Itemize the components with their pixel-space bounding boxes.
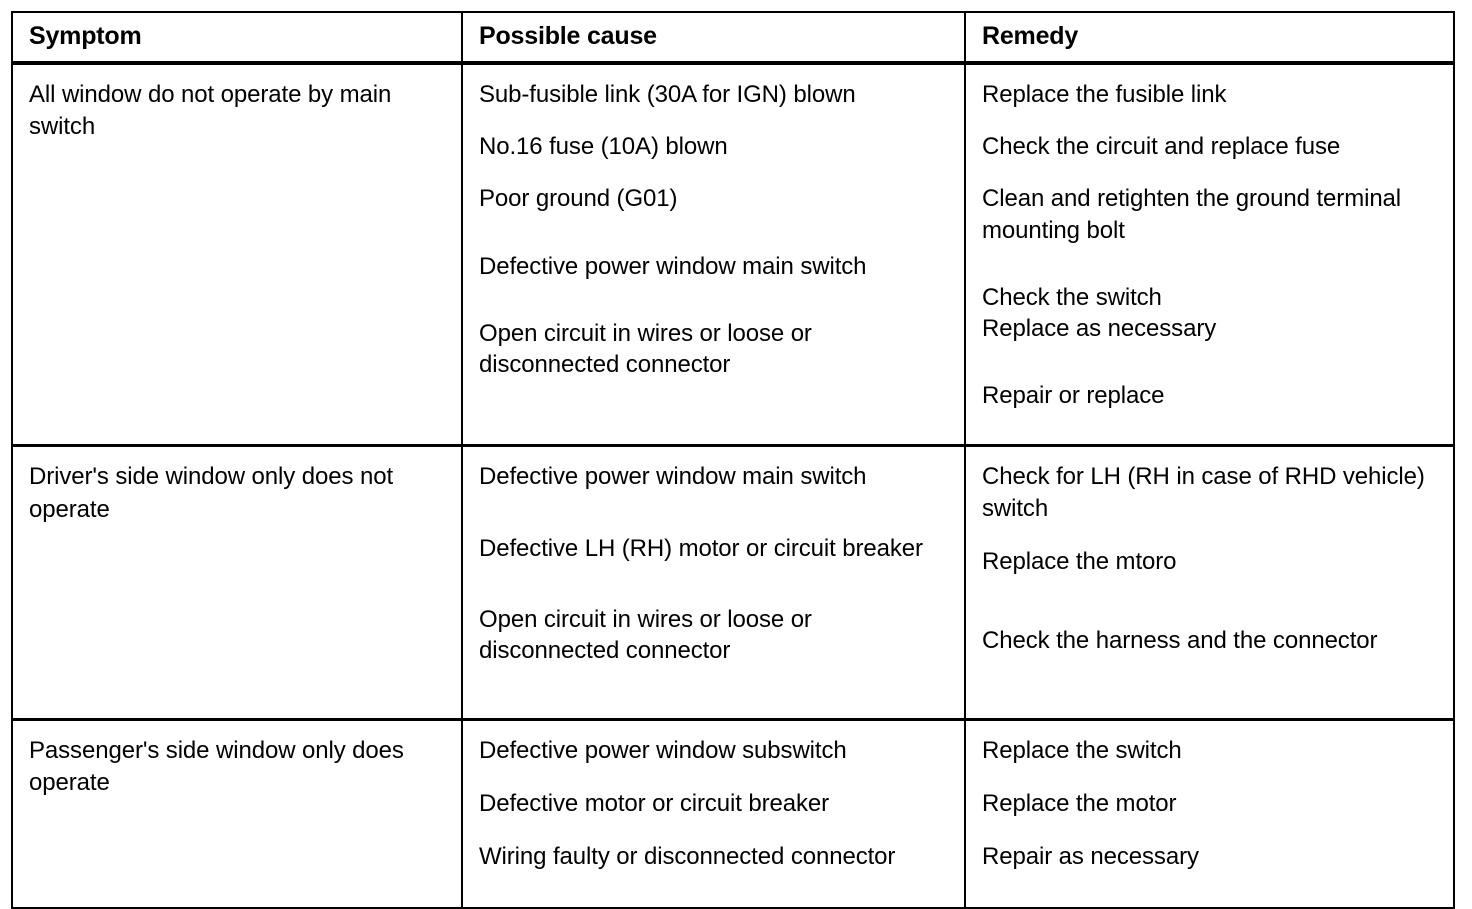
list-item: Replace the mtoro bbox=[982, 547, 1177, 575]
list-item: Check the switch Replace as necessary bbox=[982, 283, 1217, 342]
list-item: Replace the motor bbox=[982, 790, 1177, 818]
list-item: Poor ground (G01) bbox=[479, 185, 678, 213]
list-item: Repair as necessary bbox=[982, 843, 1199, 871]
cause-list: Sub-fusible link (30A for IGN) blown No.… bbox=[479, 79, 952, 380]
list-item: No.16 fuse (10A) blown bbox=[479, 133, 728, 161]
remedy-list: Replace the fusible link Check the circu… bbox=[982, 79, 1441, 411]
symptom-text: Driver's side window only does not opera… bbox=[29, 463, 394, 523]
remedy-list: Check for LH (RH in case of RHD vehicle)… bbox=[982, 461, 1441, 656]
column-header-symptom: Symptom bbox=[12, 12, 463, 65]
symptom-cell: All window do not operate by main switch bbox=[12, 63, 463, 448]
list-item: Replace the switch bbox=[982, 737, 1182, 765]
column-header-possible-cause: Possible cause bbox=[462, 12, 966, 65]
cause-list: Defective power window main switch Defec… bbox=[479, 461, 952, 666]
remedy-cell: Replace the fusible link Check the circu… bbox=[965, 63, 1454, 448]
list-item: Replace the fusible link bbox=[982, 81, 1227, 108]
table-header: Symptom Possible cause Remedy bbox=[12, 12, 1454, 65]
table-row: Passenger's side window only does operat… bbox=[12, 719, 1454, 908]
list-item: Defective power window main switch bbox=[479, 463, 867, 491]
remedy-list: Replace the switch Replace the motor Rep… bbox=[982, 735, 1441, 873]
possible-cause-cell: Sub-fusible link (30A for IGN) blown No.… bbox=[462, 63, 966, 448]
list-item: Sub-fusible link (30A for IGN) blown bbox=[479, 81, 856, 108]
document-page: Symptom Possible cause Remedy All window… bbox=[11, 11, 1455, 909]
list-item: Defective power window main switch bbox=[479, 252, 867, 280]
symptom-cell: Driver's side window only does not opera… bbox=[12, 445, 463, 722]
list-item: Repair or replace bbox=[982, 382, 1165, 410]
remedy-cell: Replace the switch Replace the motor Rep… bbox=[965, 720, 1454, 908]
cause-list: Defective power window subswitch Defecti… bbox=[479, 735, 952, 873]
possible-cause-cell: Defective power window subswitch Defecti… bbox=[462, 719, 966, 908]
list-item: Wiring faulty or disconnected connector bbox=[479, 843, 896, 871]
table-row: Driver's side window only does not opera… bbox=[12, 445, 1454, 722]
column-header-remedy: Remedy bbox=[965, 12, 1454, 65]
list-item: Defective motor or circuit breaker bbox=[479, 790, 830, 818]
symptom-text: All window do not operate by main switch bbox=[29, 81, 392, 141]
list-item: Defective LH (RH) motor or circuit break… bbox=[479, 534, 923, 562]
list-item: Check the circuit and replace fuse bbox=[982, 133, 1341, 161]
list-item: Defective power window subswitch bbox=[479, 737, 847, 765]
list-item: Check for LH (RH in case of RHD vehicle)… bbox=[982, 463, 1425, 522]
remedy-cell: Check for LH (RH in case of RHD vehicle)… bbox=[965, 445, 1454, 722]
possible-cause-cell: Defective power window main switch Defec… bbox=[462, 445, 966, 722]
table-body: All window do not operate by main switch… bbox=[12, 63, 1454, 908]
list-item: Clean and retighten the ground terminal … bbox=[982, 185, 1402, 244]
list-item: Check the harness and the connector bbox=[982, 626, 1378, 654]
list-item: Open circuit in wires or loose or discon… bbox=[479, 605, 812, 664]
table-header-row: Symptom Possible cause Remedy bbox=[12, 12, 1454, 65]
table-row: All window do not operate by main switch… bbox=[12, 63, 1454, 448]
list-item: Open circuit in wires or loose or discon… bbox=[479, 319, 812, 378]
symptom-cell: Passenger's side window only does operat… bbox=[12, 719, 463, 908]
symptom-text: Passenger's side window only does operat… bbox=[29, 737, 404, 797]
troubleshooting-table: Symptom Possible cause Remedy All window… bbox=[11, 11, 1455, 909]
